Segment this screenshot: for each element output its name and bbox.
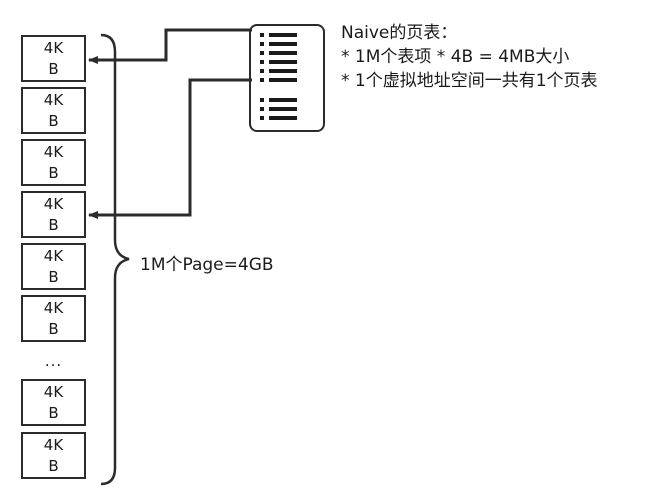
page-count-label: 1M个Page=4GB xyxy=(140,255,274,275)
page-size-line2: B xyxy=(48,267,59,286)
page-table-entries-bottom xyxy=(260,98,297,120)
page-size-line1: 4K xyxy=(43,298,64,317)
page-range-brace xyxy=(100,33,130,486)
page-box-1: 4K B xyxy=(21,35,86,82)
page-box-2: 4K B xyxy=(21,87,86,134)
page-size-line2: B xyxy=(48,403,59,422)
page-box-4: 4K B xyxy=(21,191,86,238)
entry-to-page-arrow-1 xyxy=(88,28,252,64)
page-size-line1: 4K xyxy=(43,194,64,213)
page-stack-ellipsis: ... xyxy=(44,352,63,370)
page-size-line2: B xyxy=(48,59,59,78)
page-size-line1: 4K xyxy=(43,90,64,109)
page-box-7: 4K B xyxy=(21,379,86,426)
page-size-line2: B xyxy=(48,111,59,130)
page-box-3: 4K B xyxy=(21,139,86,186)
page-size-line1: 4K xyxy=(43,38,64,57)
page-size-line1: 4K xyxy=(43,382,64,401)
description-title: Naive的页表： xyxy=(341,23,458,43)
page-table-entries-top xyxy=(260,33,297,82)
page-box-5: 4K B xyxy=(21,243,86,290)
description-line-2: * 1个虚拟地址空间一共有1个页表 xyxy=(341,71,598,91)
page-size-line2: B xyxy=(48,163,59,182)
page-size-line2: B xyxy=(48,456,59,475)
page-box-6: 4K B xyxy=(21,295,86,342)
description-line-1: * 1M个表项 * 4B = 4MB大小 xyxy=(341,47,570,67)
page-table-description: Naive的页表： * 1M个表项 * 4B = 4MB大小 * 1个虚拟地址空… xyxy=(341,21,598,93)
page-size-line2: B xyxy=(48,215,59,234)
page-size-line1: 4K xyxy=(43,246,64,265)
page-size-line1: 4K xyxy=(43,142,64,161)
page-size-line1: 4K xyxy=(43,435,64,454)
entry-to-page-arrow-2 xyxy=(88,78,252,219)
page-box-8: 4K B xyxy=(21,432,86,479)
page-size-line2: B xyxy=(48,319,59,338)
